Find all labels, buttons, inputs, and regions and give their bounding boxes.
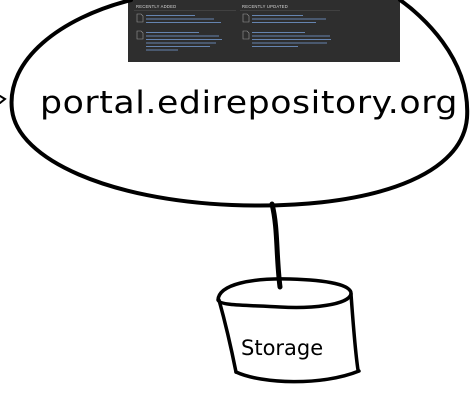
storage-cylinder <box>216 277 361 384</box>
portal-ellipse <box>9 0 470 208</box>
panel-entry-lines <box>146 14 331 51</box>
portal-label: portal.edirepository.org <box>40 85 458 121</box>
storage-cylinder-bottom <box>234 369 361 384</box>
panel-background <box>128 0 400 62</box>
portal-storage-connector <box>269 201 283 290</box>
recently-added-heading: RECENTLY ADDED <box>136 4 176 9</box>
storage-cylinder-right-side <box>349 292 360 372</box>
recently-updated-heading: RECENTLY UPDATED <box>242 4 288 9</box>
storage-cylinder-top <box>216 277 353 310</box>
storage-cylinder-left-side <box>217 298 238 374</box>
storage-label: Storage <box>241 336 323 360</box>
incoming-arrow-stub <box>0 95 7 104</box>
document-icon <box>136 13 250 40</box>
portal-screenshot-panel: RECENTLY ADDED RECENTLY UPDATED <box>128 0 400 62</box>
